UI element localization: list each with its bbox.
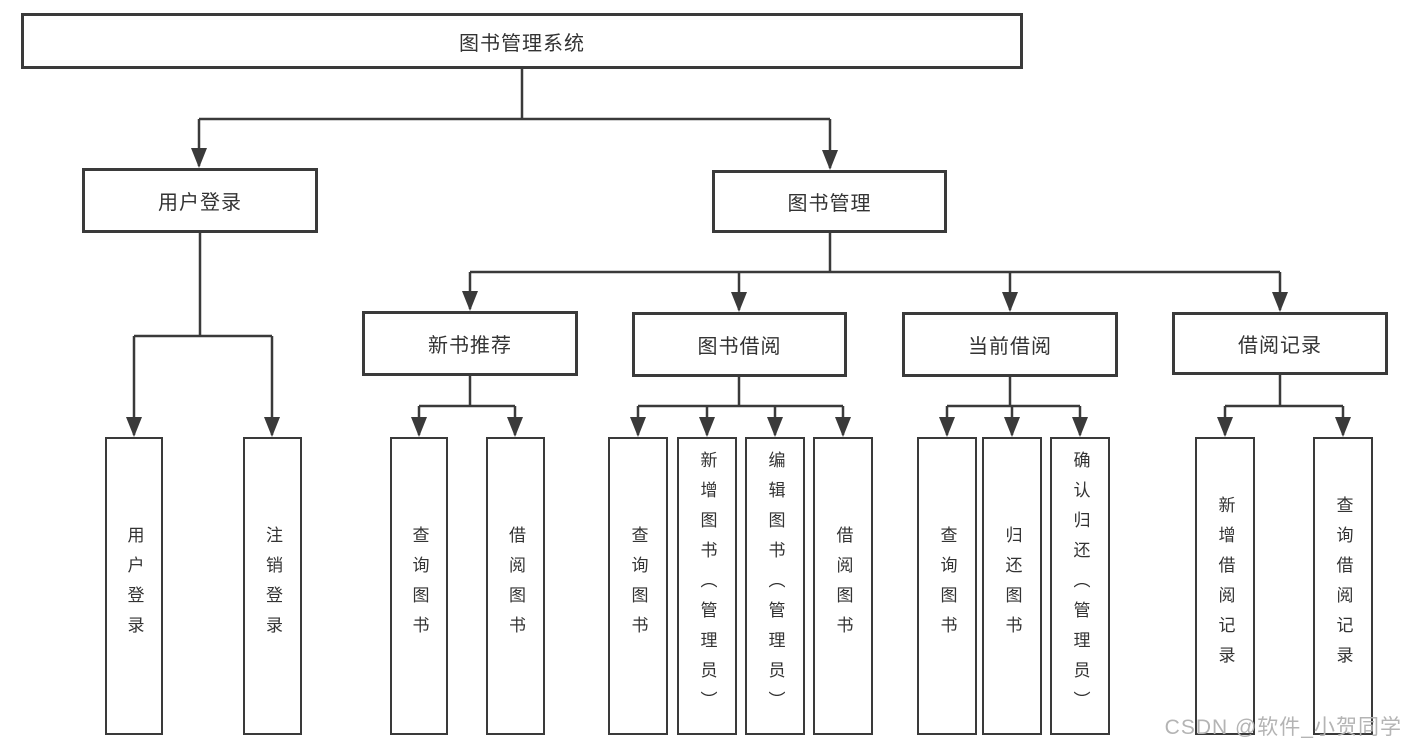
leaf-edit-book-admin-label: 编辑图书（管理员） [765, 451, 785, 721]
leaf-edit-book-admin: 编辑图书（管理员） [745, 437, 805, 735]
connector-root-to-level2 [191, 69, 838, 170]
leaf-logout-label: 注销登录 [263, 526, 282, 646]
leaf-query-borrow-record-label: 查询借阅记录 [1333, 496, 1353, 676]
leaf-add-borrow-record: 新增借阅记录 [1195, 437, 1255, 735]
node-new-book-recommend: 新书推荐 [362, 311, 578, 376]
node-root: 图书管理系统 [21, 13, 1023, 69]
arrowhead-icon [699, 417, 715, 437]
arrowhead-icon [1004, 417, 1020, 437]
leaf-query-books-recommend-label: 查询图书 [409, 526, 429, 646]
leaf-add-book-admin: 新增图书（管理员） [677, 437, 737, 735]
arrowhead-icon [1002, 292, 1018, 312]
arrowhead-icon [630, 417, 646, 437]
arrowhead-icon [822, 150, 838, 170]
node-book-management-label: 图书管理 [787, 193, 872, 215]
arrowhead-icon [126, 417, 142, 437]
connector-book-borrow-children [630, 377, 851, 437]
node-borrow-records: 借阅记录 [1172, 312, 1388, 375]
node-user-login-label: 用户登录 [158, 192, 242, 214]
arrowhead-icon [507, 417, 523, 437]
connector-new-book-recommend-children [411, 376, 523, 437]
connector-borrow-records-children [1217, 375, 1351, 437]
connector-current-borrow-children [939, 377, 1088, 437]
leaf-return-books: 归还图书 [982, 437, 1042, 735]
leaf-return-books-label: 归还图书 [1002, 526, 1022, 646]
leaf-borrow-books-label: 借阅图书 [833, 526, 853, 646]
leaf-query-books-current: 查询图书 [917, 437, 977, 735]
arrowhead-icon [264, 417, 280, 437]
node-book-borrow: 图书借阅 [632, 312, 847, 377]
arrowhead-icon [191, 148, 207, 168]
node-borrow-records-label: 借阅记录 [1238, 335, 1322, 357]
arrowhead-icon [939, 417, 955, 437]
leaf-borrow-books-recommend: 借阅图书 [486, 437, 545, 735]
node-current-borrow: 当前借阅 [902, 312, 1118, 377]
connector-user-login-children [126, 233, 280, 437]
arrowhead-icon [1072, 417, 1088, 437]
connector-book-management-children [462, 233, 1288, 312]
arrowhead-icon [731, 292, 747, 312]
arrowhead-icon [1272, 292, 1288, 312]
leaf-query-books-recommend: 查询图书 [390, 437, 448, 735]
leaf-logout: 注销登录 [243, 437, 302, 735]
node-book-management: 图书管理 [712, 170, 947, 233]
leaf-confirm-return-admin: 确认归还（管理员） [1050, 437, 1110, 735]
leaf-user-login: 用户登录 [105, 437, 163, 735]
node-book-borrow-label: 图书借阅 [697, 336, 782, 358]
leaf-borrow-books-recommend-label: 借阅图书 [506, 526, 525, 646]
leaf-query-books-current-label: 查询图书 [937, 526, 957, 646]
node-root-label: 图书管理系统 [459, 32, 585, 55]
leaf-confirm-return-admin-label: 确认归还（管理员） [1070, 451, 1090, 721]
arrowhead-icon [835, 417, 851, 437]
arrowhead-icon [1217, 417, 1233, 437]
csdn-watermark: CSDN @软件_小贺同学 [1164, 716, 1402, 739]
leaf-add-book-admin-label: 新增图书（管理员） [697, 451, 717, 721]
leaf-query-borrow-record: 查询借阅记录 [1313, 437, 1373, 735]
leaf-query-books-borrow: 查询图书 [608, 437, 668, 735]
leaf-add-borrow-record-label: 新增借阅记录 [1215, 496, 1235, 676]
arrowhead-icon [462, 291, 478, 311]
node-user-login: 用户登录 [82, 168, 318, 233]
leaf-borrow-books: 借阅图书 [813, 437, 873, 735]
leaf-query-books-borrow-label: 查询图书 [628, 526, 648, 646]
leaf-user-login-label: 用户登录 [124, 526, 144, 646]
node-current-borrow-label: 当前借阅 [968, 336, 1052, 358]
arrowhead-icon [1335, 417, 1351, 437]
arrowhead-icon [411, 417, 427, 437]
arrowhead-icon [767, 417, 783, 437]
node-new-book-recommend-label: 新书推荐 [428, 335, 512, 357]
